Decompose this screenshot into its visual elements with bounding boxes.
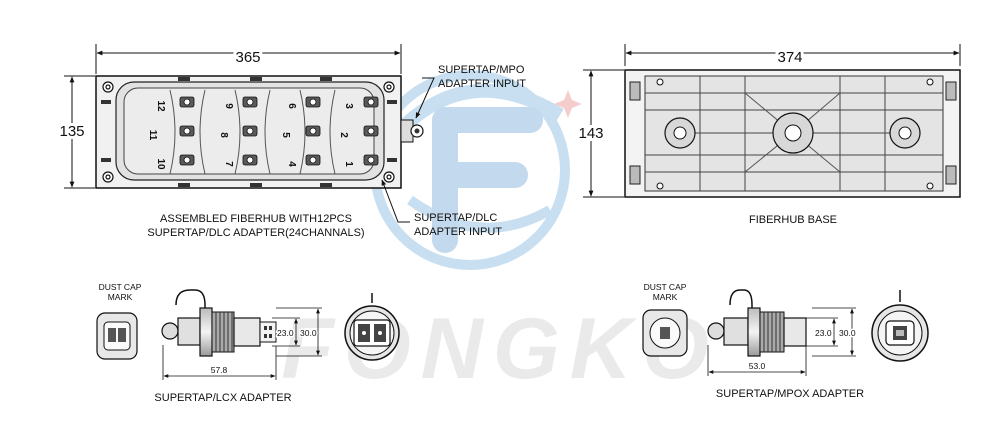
- port-number: 3: [343, 103, 354, 109]
- port-number: 1: [343, 161, 354, 167]
- port-number: 7: [223, 161, 234, 167]
- width-dimension-374: 374: [777, 49, 802, 66]
- dim-inner-23: 23.0: [277, 328, 294, 338]
- height-dimension-143: 143: [578, 125, 603, 142]
- assembled-caption-line1: ASSEMBLED FIBERHUB WITH12PCS: [160, 213, 352, 225]
- callout-mpo-line1: SUPERTAP/MPO: [438, 64, 525, 76]
- port-number: 6: [286, 103, 297, 109]
- dust-cap-label-line2: MARK: [108, 292, 133, 302]
- callout-dlc-line1: SUPERTAP/DLC: [414, 212, 497, 224]
- adapter-port-grid: [179, 96, 379, 166]
- mpox-adapter-drawing: DUST CAP MARK 23.0 30.0 53.0: [642, 282, 929, 400]
- port-number: 10: [155, 158, 166, 170]
- callout-dlc-input: SUPERTAP/DLC ADAPTER INPUT: [381, 179, 502, 238]
- lcx-adapter-drawing: DUST CAP MARK 23.0 30.0 57.8: [96, 282, 400, 404]
- dim-outer-30: 30.0: [839, 328, 856, 338]
- height-dimension-135: 135: [59, 123, 84, 140]
- fiberhub-base-drawing: 374 143: [575, 44, 961, 226]
- dust-cap-label-line1: DUST CAP: [644, 282, 687, 292]
- port-number: 5: [280, 132, 291, 138]
- assembled-fiberhub-drawing: 365 135: [56, 44, 424, 239]
- width-dimension-365: 365: [235, 49, 260, 66]
- callout-dlc-line2: ADAPTER INPUT: [414, 226, 502, 238]
- port-number: 4: [286, 161, 297, 167]
- dim-outer-30: 30.0: [300, 328, 317, 338]
- callout-mpo-input: SUPERTAP/MPO ADAPTER INPUT: [415, 64, 526, 119]
- dust-cap-label-line1: DUST CAP: [99, 282, 142, 292]
- callout-mpo-line2: ADAPTER INPUT: [438, 78, 526, 90]
- lcx-adapter-caption: SUPERTAP/LCX ADAPTER: [154, 392, 291, 404]
- watermark-logo: [370, 70, 582, 270]
- port-number: 2: [338, 132, 349, 138]
- fiberhub-base-caption: FIBERHUB BASE: [749, 214, 837, 226]
- dim-length-57-8: 57.8: [211, 365, 228, 375]
- port-number: 12: [155, 100, 166, 112]
- port-number: 11: [147, 130, 158, 141]
- port-number: 8: [218, 132, 229, 138]
- dim-inner-23: 23.0: [815, 328, 832, 338]
- dust-cap-label-line2: MARK: [653, 292, 678, 302]
- port-number: 9: [223, 103, 234, 109]
- assembled-caption-line2: SUPERTAP/DLC ADAPTER(24CHANNALS): [147, 227, 364, 239]
- mpox-adapter-caption: SUPERTAP/MPOX ADAPTER: [716, 388, 864, 400]
- dim-length-53: 53.0: [749, 361, 766, 371]
